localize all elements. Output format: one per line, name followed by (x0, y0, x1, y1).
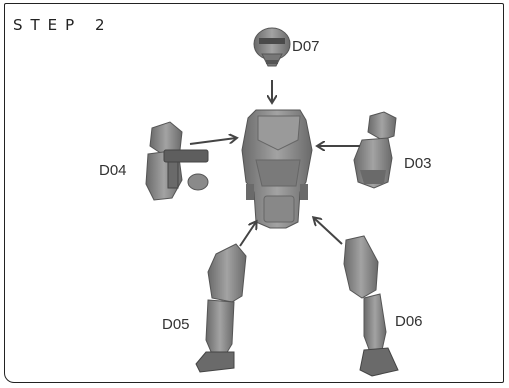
right-leg-part (344, 236, 398, 376)
label-d07: D07 (292, 38, 320, 55)
arrow-left-arm-to-torso (190, 138, 236, 144)
left-leg-part (196, 244, 246, 372)
label-d03: D03 (404, 155, 432, 172)
torso-part (242, 110, 312, 228)
helmet-part (254, 28, 290, 66)
right-arm-part (354, 112, 396, 188)
label-d04: D04 (99, 162, 127, 179)
arrow-right-leg-to-torso (314, 218, 342, 244)
left-arm-part (146, 122, 208, 200)
arrow-left-leg-to-torso (240, 222, 256, 246)
label-d06: D06 (395, 313, 423, 330)
label-d05: D05 (162, 316, 190, 333)
